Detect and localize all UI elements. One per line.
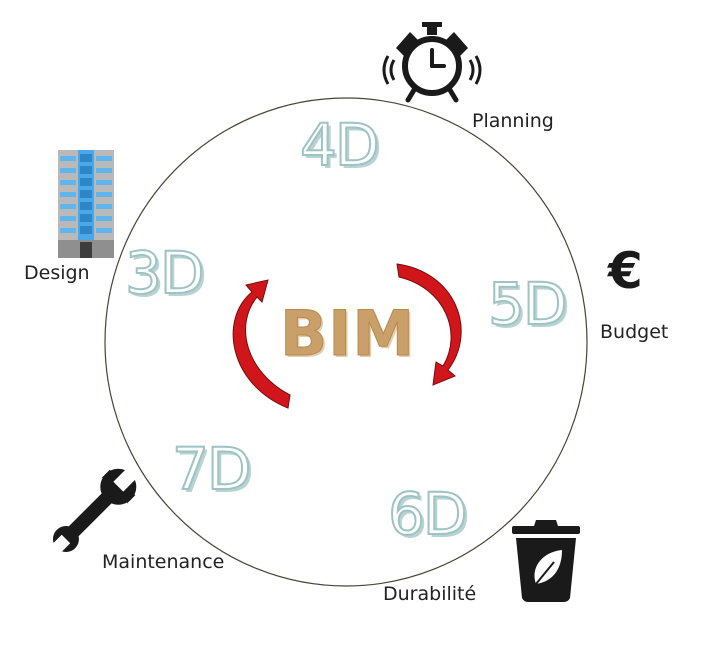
alarm-clock-icon [382,22,482,103]
label-design: Design [24,262,90,284]
dimension-5d: 5D [487,270,569,338]
label-maintenance: Maintenance [102,551,225,573]
label-budget: Budget [600,321,669,343]
dimension-3d: 3D [124,239,206,307]
dimension-6d: 6D [387,480,469,548]
eco-bin-icon [512,520,580,602]
cycle-arrow-right [396,263,462,386]
cycle-circle [104,97,588,587]
label-planning: Planning [472,110,554,132]
building-icon [58,150,114,258]
euro-icon: € [608,242,643,300]
dimension-7d: 7D [171,435,253,503]
wrench-icon [50,466,139,555]
label-durabilite: Durabilité [383,583,477,605]
dimension-4d: 4D [299,111,381,179]
center-label-bim: BIM [279,297,416,370]
cycle-arrow-left [232,279,291,409]
